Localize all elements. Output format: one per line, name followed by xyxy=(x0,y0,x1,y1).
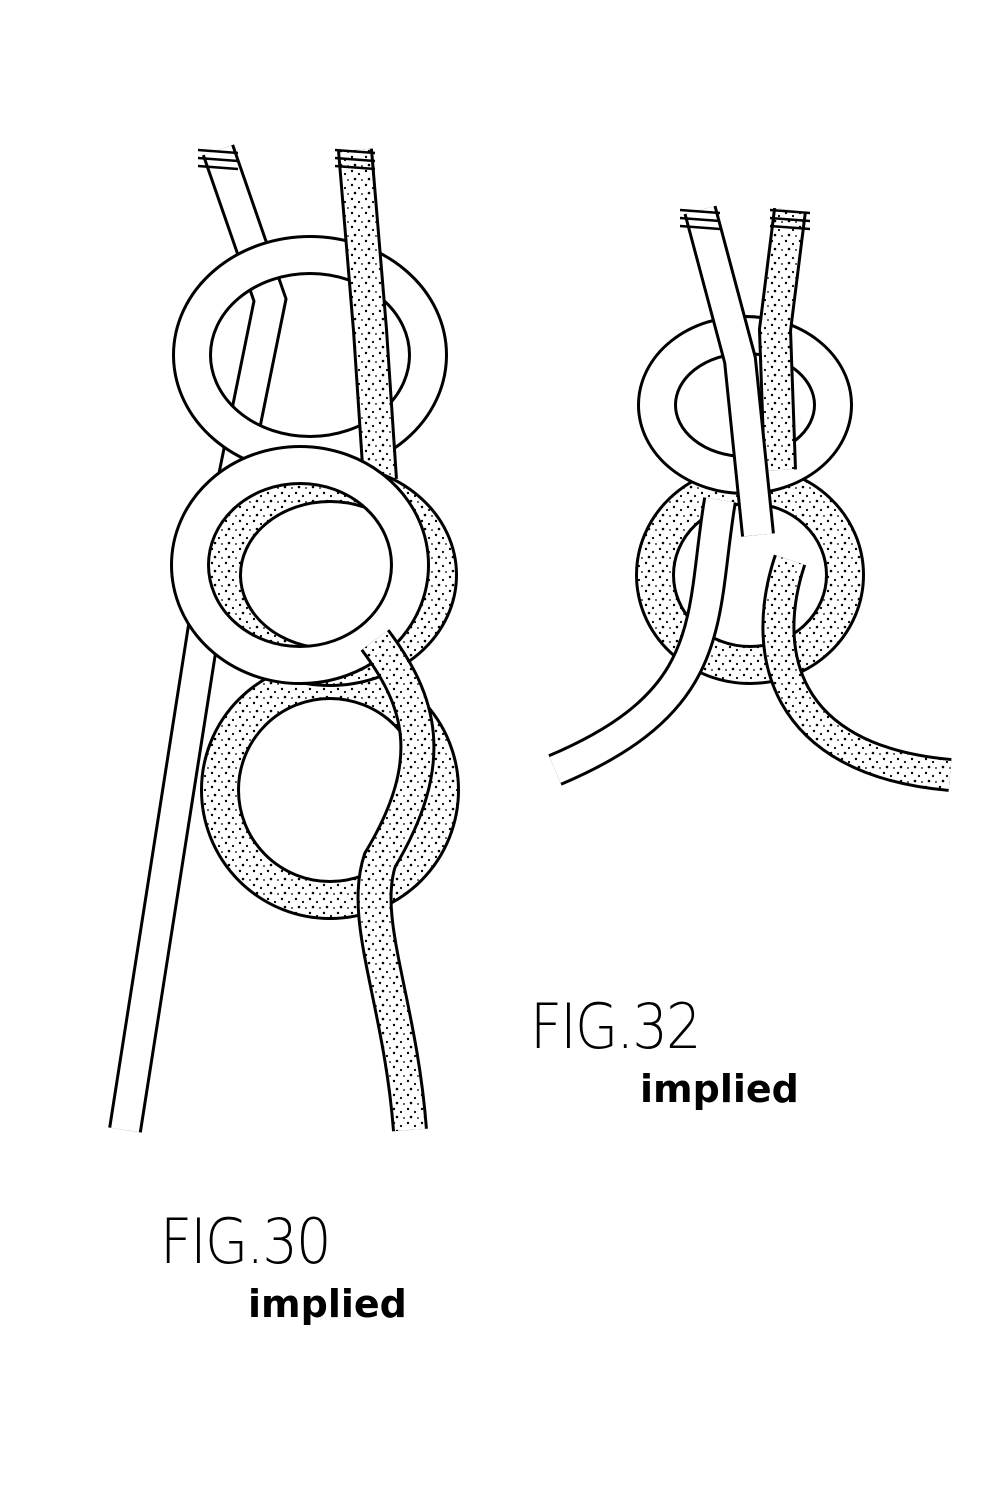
whipping-mark xyxy=(197,148,239,155)
fig30-speckled-working-end xyxy=(356,629,436,1132)
figure-32-caption: implied xyxy=(640,1067,799,1111)
figure-30-label: FIG.30 xyxy=(160,1205,332,1278)
whipping-mark xyxy=(334,164,376,171)
fig32-plain-working-end xyxy=(548,497,737,786)
fig30-speckled-lower-loop xyxy=(200,660,461,920)
whipping-mark xyxy=(679,216,721,223)
fig30-plain-lower-loop xyxy=(170,445,431,685)
figure-30-caption: implied xyxy=(248,1282,407,1326)
whipping-mark xyxy=(769,224,811,231)
whipping-mark xyxy=(769,208,811,215)
fig30-speckled-standing-strand xyxy=(337,148,398,482)
whipping-mark xyxy=(679,224,721,231)
figure-32-label: FIG.32 xyxy=(530,990,702,1063)
fig30-plain-upper-loop xyxy=(172,235,449,475)
fig32-speckled-working-end xyxy=(761,554,952,792)
whipping-mark xyxy=(679,208,721,215)
whipping-mark xyxy=(334,148,376,155)
fig32-plain-loop xyxy=(637,315,854,495)
fig32-speckled-standing-strand xyxy=(757,207,807,471)
whipping-mark xyxy=(334,156,376,163)
fig32-plain-standing-strand xyxy=(683,205,775,537)
whipping-mark xyxy=(197,156,239,163)
whipping-mark xyxy=(769,216,811,223)
whipping-mark xyxy=(197,164,239,171)
